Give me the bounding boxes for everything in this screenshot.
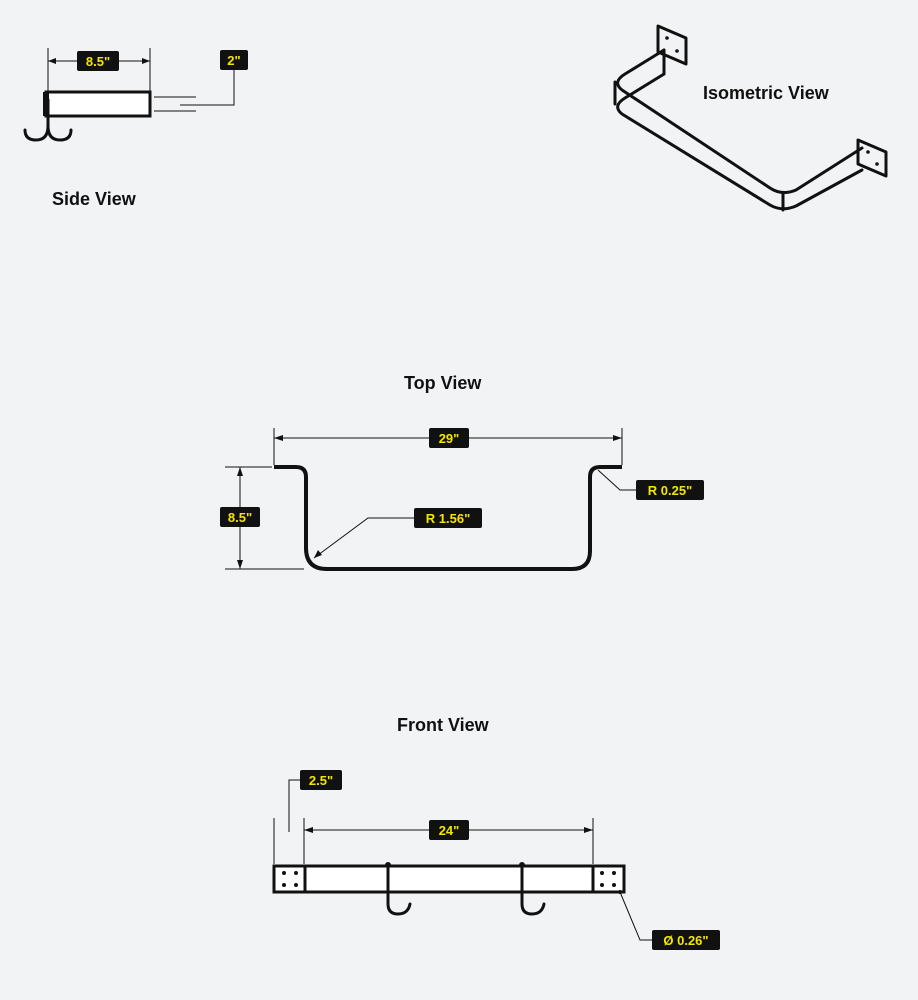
top-bend-arrow: [314, 550, 322, 558]
iso-hole: [675, 49, 679, 53]
side-height-label: 2": [227, 53, 240, 68]
top-bend-label: R 1.56": [426, 511, 470, 526]
front-plate-leader: [288, 779, 300, 832]
front-hook-left: [386, 864, 412, 916]
front-plate-label: 2.5": [309, 773, 333, 788]
top-depth-arrow-bottom: [237, 560, 243, 569]
top-width-tag: [429, 428, 469, 448]
side-depth-label: 8.5": [86, 54, 110, 69]
front-plate-tag: [300, 770, 342, 790]
side-arrow-left: [48, 58, 56, 64]
iso-bar-top-edge: [616, 48, 864, 195]
front-hole: [612, 871, 616, 875]
top-corner-tag: [636, 480, 704, 500]
side-bar: [44, 90, 152, 118]
top-depth-label: 8.5": [228, 510, 252, 525]
top-arrow-right: [613, 435, 622, 441]
front-hole: [294, 871, 298, 875]
front-hole: [612, 883, 616, 887]
front-hole-label: Ø 0.26": [663, 933, 708, 948]
front-hole: [282, 871, 286, 875]
side-hook-right: [46, 98, 73, 142]
iso-hole: [866, 150, 870, 154]
front-view: Front View 2.5" 24": [272, 715, 720, 950]
side-view-title: Side View: [52, 189, 137, 209]
iso-hole: [875, 162, 879, 166]
front-hole: [294, 883, 298, 887]
top-view: Top View 29" 8.5" R 1.56" R 0.25": [220, 373, 704, 571]
top-u-profile: [274, 465, 622, 571]
front-hole: [600, 871, 604, 875]
front-arrow-left: [304, 827, 313, 833]
top-view-title: Top View: [404, 373, 482, 393]
top-depth-arrow-top: [237, 467, 243, 476]
top-bend-leader: [313, 517, 414, 559]
front-bar: [272, 864, 626, 894]
top-depth-tag: [220, 507, 260, 527]
front-span-label: 24": [439, 823, 460, 838]
front-arrow-right: [584, 827, 593, 833]
side-view: 8.5" 2" Side View: [23, 48, 248, 209]
top-width-label: 29": [439, 431, 460, 446]
front-span-tag: [429, 820, 469, 840]
iso-bar-bottom-edge: [616, 72, 864, 211]
front-view-title: Front View: [397, 715, 490, 735]
side-arrow-right: [142, 58, 150, 64]
front-hole: [600, 883, 604, 887]
isometric-view-title: Isometric View: [703, 83, 830, 103]
top-corner-leader: [597, 469, 636, 491]
top-corner-label: R 0.25": [648, 483, 692, 498]
side-height-leader: [180, 68, 235, 106]
front-hook-right: [520, 864, 546, 916]
top-bend-tag: [414, 508, 482, 528]
side-depth-tag: [77, 51, 119, 71]
front-hole: [282, 883, 286, 887]
iso-plate-left: [656, 24, 688, 66]
iso-hole: [665, 36, 669, 40]
top-arrow-left: [274, 435, 283, 441]
front-hole-leader: [619, 891, 652, 941]
front-hole-tag: [652, 930, 720, 950]
isometric-view: Isometric View: [613, 24, 888, 212]
front-hole-leader-dot: [618, 890, 622, 894]
iso-plate-right: [856, 138, 888, 178]
side-height-tag: [220, 50, 248, 70]
